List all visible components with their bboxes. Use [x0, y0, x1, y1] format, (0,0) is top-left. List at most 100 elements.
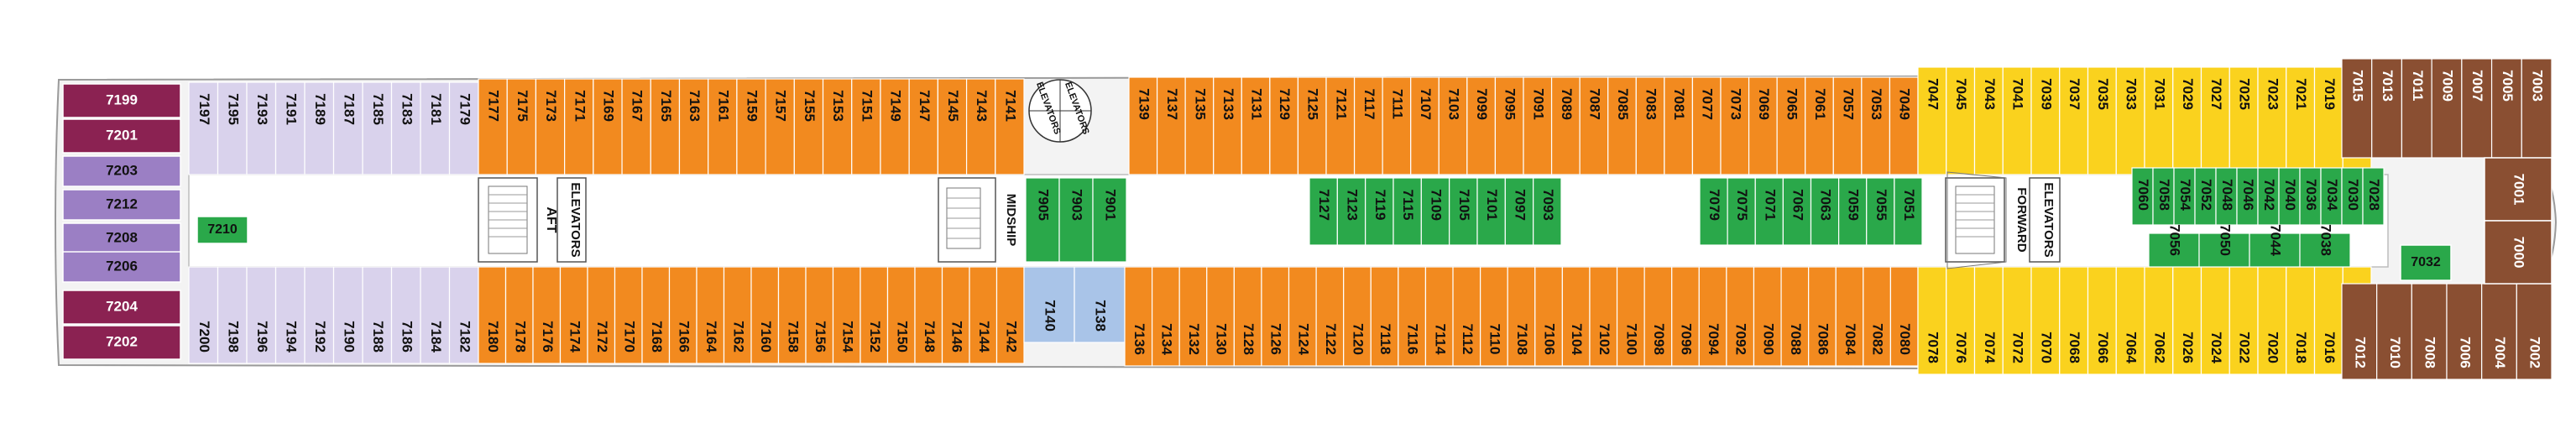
- cabin-7067[interactable]: 7067: [1782, 177, 1812, 246]
- cabin-7182[interactable]: 7182: [448, 266, 479, 364]
- cabin-7036[interactable]: 7036: [2299, 167, 2322, 226]
- cabin-7024[interactable]: 7024: [2200, 266, 2230, 375]
- cabin-7057[interactable]: 7057: [1832, 76, 1863, 175]
- cabin-7021[interactable]: 7021: [2286, 66, 2316, 175]
- cabin-7044[interactable]: 7044: [2249, 224, 2301, 268]
- cabin-7157[interactable]: 7157: [765, 78, 795, 175]
- cabin-7124[interactable]: 7124: [1288, 266, 1317, 367]
- cabin-7025[interactable]: 7025: [2229, 66, 2259, 175]
- cabin-7117[interactable]: 7117: [1353, 76, 1383, 175]
- cabin-7114[interactable]: 7114: [1424, 266, 1454, 367]
- cabin-7070[interactable]: 7070: [2030, 266, 2061, 375]
- cabin-7140[interactable]: 7140: [1023, 266, 1075, 343]
- cabin-7184[interactable]: 7184: [420, 266, 451, 364]
- cabin-7139[interactable]: 7139: [1128, 76, 1158, 175]
- cabin-7056[interactable]: 7056: [2148, 224, 2200, 268]
- cabin-7154[interactable]: 7154: [832, 266, 861, 364]
- cabin-7148[interactable]: 7148: [914, 266, 943, 364]
- cabin-7010[interactable]: 7010: [2376, 283, 2412, 380]
- cabin-7100[interactable]: 7100: [1616, 266, 1645, 367]
- cabin-7052[interactable]: 7052: [2194, 167, 2217, 226]
- cabin-7175[interactable]: 7175: [506, 78, 537, 175]
- cabin-7127[interactable]: 7127: [1309, 177, 1338, 246]
- cabin-7016[interactable]: 7016: [2313, 266, 2343, 375]
- cabin-7103[interactable]: 7103: [1438, 76, 1468, 175]
- cabin-7158[interactable]: 7158: [777, 266, 807, 364]
- cabin-7011[interactable]: 7011: [2401, 58, 2432, 159]
- cabin-7107[interactable]: 7107: [1410, 76, 1440, 175]
- cabin-7063[interactable]: 7063: [1810, 177, 1840, 246]
- cabin-7066[interactable]: 7066: [2087, 266, 2117, 375]
- cabin-7096[interactable]: 7096: [1671, 266, 1700, 367]
- cabin-7082[interactable]: 7082: [1863, 266, 1892, 367]
- cabin-7152[interactable]: 7152: [860, 266, 889, 364]
- cabin-7003[interactable]: 7003: [2521, 58, 2552, 159]
- cabin-7210[interactable]: 7210: [196, 216, 248, 244]
- cabin-7028[interactable]: 7028: [2362, 167, 2385, 226]
- cabin-7133[interactable]: 7133: [1213, 76, 1242, 175]
- cabin-7105[interactable]: 7105: [1449, 177, 1478, 246]
- cabin-7069[interactable]: 7069: [1748, 76, 1778, 175]
- cabin-7185[interactable]: 7185: [362, 81, 393, 175]
- cabin-7042[interactable]: 7042: [2257, 167, 2280, 226]
- cabin-7046[interactable]: 7046: [2236, 167, 2259, 226]
- cabin-7167[interactable]: 7167: [621, 78, 651, 175]
- cabin-7116[interactable]: 7116: [1398, 266, 1427, 367]
- cabin-7118[interactable]: 7118: [1370, 266, 1399, 367]
- cabin-7901[interactable]: 7901: [1092, 177, 1127, 263]
- cabin-7126[interactable]: 7126: [1261, 266, 1290, 367]
- cabin-7001[interactable]: 7001: [2484, 157, 2552, 222]
- cabin-7033[interactable]: 7033: [2115, 66, 2145, 175]
- cabin-7068[interactable]: 7068: [2059, 266, 2089, 375]
- cabin-7110[interactable]: 7110: [1480, 266, 1508, 367]
- cabin-7905[interactable]: 7905: [1025, 177, 1060, 263]
- cabin-7146[interactable]: 7146: [941, 266, 970, 364]
- cabin-7161[interactable]: 7161: [708, 78, 738, 175]
- cabin-7168[interactable]: 7168: [641, 266, 671, 364]
- cabin-7012[interactable]: 7012: [2341, 283, 2378, 380]
- cabin-7181[interactable]: 7181: [420, 81, 451, 175]
- cabin-7054[interactable]: 7054: [2173, 167, 2196, 226]
- cabin-7180[interactable]: 7180: [478, 266, 507, 364]
- cabin-7083[interactable]: 7083: [1635, 76, 1665, 175]
- cabin-7104[interactable]: 7104: [1561, 266, 1591, 367]
- cabin-7093[interactable]: 7093: [1533, 177, 1562, 246]
- cabin-7026[interactable]: 7026: [2172, 266, 2202, 375]
- cabin-7109[interactable]: 7109: [1420, 177, 1450, 246]
- cabin-7019[interactable]: 7019: [2313, 66, 2343, 175]
- cabin-7089[interactable]: 7089: [1550, 76, 1581, 175]
- cabin-7022[interactable]: 7022: [2229, 266, 2259, 375]
- cabin-7183[interactable]: 7183: [390, 81, 421, 175]
- cabin-7065[interactable]: 7065: [1776, 76, 1806, 175]
- cabin-7005[interactable]: 7005: [2490, 58, 2522, 159]
- cabin-7159[interactable]: 7159: [736, 78, 766, 175]
- cabin-7043[interactable]: 7043: [1973, 66, 2004, 175]
- cabin-7081[interactable]: 7081: [1664, 76, 1694, 175]
- cabin-7112[interactable]: 7112: [1452, 266, 1481, 367]
- cabin-7156[interactable]: 7156: [805, 266, 834, 364]
- cabin-7144[interactable]: 7144: [969, 266, 998, 364]
- cabin-7045[interactable]: 7045: [1946, 66, 1976, 175]
- cabin-7122[interactable]: 7122: [1315, 266, 1345, 367]
- cabin-7135[interactable]: 7135: [1184, 76, 1215, 175]
- cabin-7177[interactable]: 7177: [478, 78, 508, 175]
- cabin-7032[interactable]: 7032: [2400, 244, 2452, 281]
- cabin-7163[interactable]: 7163: [678, 78, 709, 175]
- cabin-7206[interactable]: 7206: [62, 251, 181, 283]
- cabin-7189[interactable]: 7189: [304, 81, 335, 175]
- cabin-7153[interactable]: 7153: [822, 78, 853, 175]
- cabin-7190[interactable]: 7190: [332, 266, 363, 364]
- cabin-7145[interactable]: 7145: [937, 78, 968, 175]
- cabin-7176[interactable]: 7176: [532, 266, 562, 364]
- cabin-7053[interactable]: 7053: [1861, 76, 1891, 175]
- cabin-7174[interactable]: 7174: [559, 266, 588, 364]
- cabin-7120[interactable]: 7120: [1343, 266, 1372, 367]
- cabin-7079[interactable]: 7079: [1699, 177, 1728, 246]
- cabin-7008[interactable]: 7008: [2411, 283, 2448, 380]
- cabin-7147[interactable]: 7147: [908, 78, 938, 175]
- cabin-7023[interactable]: 7023: [2257, 66, 2287, 175]
- cabin-7101[interactable]: 7101: [1476, 177, 1506, 246]
- cabin-7039[interactable]: 7039: [2030, 66, 2061, 175]
- cabin-7115[interactable]: 7115: [1393, 177, 1422, 246]
- cabin-7166[interactable]: 7166: [668, 266, 698, 364]
